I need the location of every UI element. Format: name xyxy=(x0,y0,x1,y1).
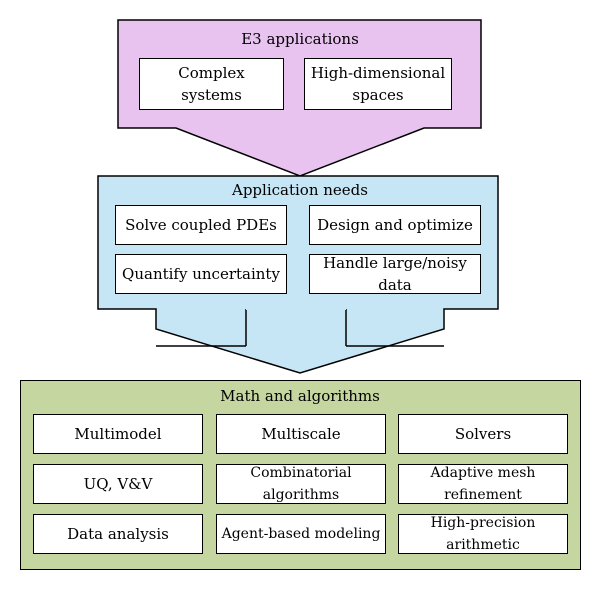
top-box-high-dimensional: High-dimensional spaces xyxy=(304,58,452,110)
top-panel-title: E3 applications xyxy=(241,30,359,48)
bottom-box-multiscale: Multiscale xyxy=(216,414,386,454)
bottom-box-high-precision: High-precision arithmetic xyxy=(398,514,568,554)
bottom-box-uq-vv: UQ, V&V xyxy=(33,464,203,504)
middle-box-solve-pdes: Solve coupled PDEs xyxy=(115,205,287,245)
top-box-complex-systems: Complex systems xyxy=(139,58,284,110)
middle-box-quantify-uncertainty: Quantify uncertainty xyxy=(115,254,287,294)
bottom-box-multimodel: Multimodel xyxy=(33,414,203,454)
bottom-panel-title: Math and algorithms xyxy=(220,387,380,405)
bottom-box-solvers: Solvers xyxy=(398,414,568,454)
middle-box-handle-data: Handle large/noisy data xyxy=(309,254,481,294)
middle-panel-title: Application needs xyxy=(232,181,368,199)
middle-box-design-optimize: Design and optimize xyxy=(309,205,481,245)
bottom-box-data-analysis: Data analysis xyxy=(33,514,203,554)
bottom-box-combinatorial: Combinatorial algorithms xyxy=(216,464,386,504)
bottom-box-adaptive-mesh: Adaptive mesh refinement xyxy=(398,464,568,504)
bottom-box-agent-based: Agent-based modeling xyxy=(216,514,386,554)
